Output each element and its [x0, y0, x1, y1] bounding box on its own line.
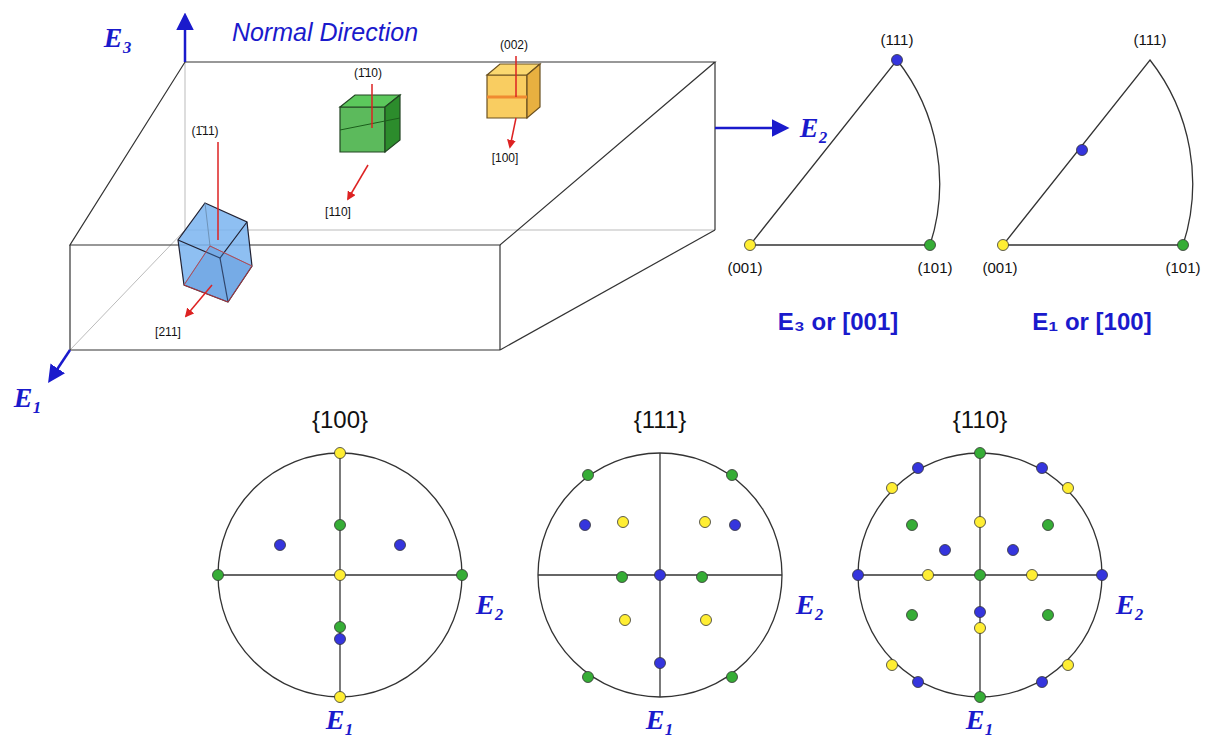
pole-dot: [395, 540, 406, 551]
pole-dot: [335, 520, 346, 531]
pole-dot: [913, 463, 924, 474]
pole-dot: [975, 517, 986, 528]
pole-dot: [975, 607, 986, 618]
axis-label: E₁: [326, 705, 354, 736]
pole-dot: [913, 677, 924, 688]
pole-dot: [1097, 570, 1108, 581]
axis-label: E₂: [800, 113, 828, 144]
pole-dot: [892, 55, 903, 66]
miller-index: (002): [500, 39, 528, 52]
figure-caption: E₃ or [001]: [778, 309, 898, 335]
pole-dot: [1037, 677, 1048, 688]
pole-figure-frames: [218, 453, 1102, 697]
axis-label: E₂: [476, 590, 504, 621]
axis-label: E₁: [966, 705, 994, 736]
pole-dot: [620, 615, 631, 626]
axis-caption: Normal Direction: [232, 19, 418, 47]
pole-dot: [727, 672, 738, 683]
pole-dot: [1063, 660, 1074, 671]
pole-dot: [975, 692, 986, 703]
axis-label: E₂: [796, 590, 824, 621]
pole-dot: [730, 520, 741, 531]
pole-label: (101): [917, 260, 952, 277]
pole-dot: [887, 483, 898, 494]
pole-dot: [335, 634, 346, 645]
pole-dot: [1027, 570, 1038, 581]
pole-dot: [887, 660, 898, 671]
miller-index: [110]: [325, 206, 351, 219]
pole-dot: [583, 470, 594, 481]
pole-dot: [1043, 610, 1054, 621]
pole-dot: [335, 622, 346, 633]
pole-dot: [975, 623, 986, 634]
plate-outline: [70, 62, 715, 350]
pole-dot: [1063, 483, 1074, 494]
pole-dot: [335, 692, 346, 703]
pole-dot: [727, 470, 738, 481]
pole-figure-title: {110}: [953, 407, 1007, 433]
figure-caption: E₁ or [100]: [1032, 309, 1151, 335]
miller-index: (1̄10): [354, 67, 382, 80]
green-crystal: [340, 95, 400, 152]
pole-dot: [275, 540, 286, 551]
pole-dot: [1178, 240, 1189, 251]
miller-index: [100]: [492, 152, 519, 165]
pole-dot: [853, 570, 864, 581]
pole-label: (001): [727, 260, 762, 277]
axis-label: E₁: [646, 705, 674, 736]
ipf-triangles: [750, 60, 1193, 245]
axis-label: E₂: [1116, 590, 1144, 621]
pole-dot: [975, 570, 986, 581]
pole-figure-title: {111}: [634, 407, 687, 433]
pole-label: (001): [982, 260, 1017, 277]
pole-dot: [457, 570, 468, 581]
pole-dot: [580, 520, 591, 531]
pole-dot: [975, 448, 986, 459]
pole-figure-title: {100}: [312, 407, 368, 433]
pole-label: (101): [1165, 260, 1200, 277]
pole-dot: [213, 570, 224, 581]
pole-label: (111): [1134, 32, 1167, 49]
pole-label: (111): [881, 32, 914, 49]
blue-crystal: [178, 203, 252, 302]
sample-axes: [50, 16, 786, 380]
pole-dot: [335, 448, 346, 459]
pole-dot: [907, 520, 918, 531]
pole-dot: [907, 610, 918, 621]
pole-dot: [1077, 145, 1088, 156]
pole-dot: [697, 572, 708, 583]
pole-dot: [745, 240, 756, 251]
miller-index: [211]: [155, 326, 181, 339]
hidden-edges: [70, 62, 715, 350]
axis-label: E₃: [104, 23, 132, 54]
pole-dot: [617, 572, 628, 583]
pole-dot: [618, 517, 629, 528]
pole-dot: [1008, 545, 1019, 556]
pole-dot: [998, 240, 1009, 251]
axis-label: E₁: [14, 383, 42, 414]
pole-dot: [700, 517, 711, 528]
miller-index: (1̄11): [191, 125, 218, 138]
pole-dot: [335, 570, 346, 581]
pole-dot: [655, 658, 666, 669]
pole-dot: [1043, 520, 1054, 531]
pole-dot: [925, 240, 936, 251]
crystal-vectors: [186, 56, 516, 316]
pole-dot: [1037, 463, 1048, 474]
orange-crystal: [487, 64, 540, 118]
pole-dot: [923, 570, 934, 581]
pole-dot: [655, 570, 666, 581]
pole-dot: [701, 615, 712, 626]
pole-dots: [213, 55, 1189, 703]
pole-dot: [940, 545, 951, 556]
pole-dot: [583, 672, 594, 683]
